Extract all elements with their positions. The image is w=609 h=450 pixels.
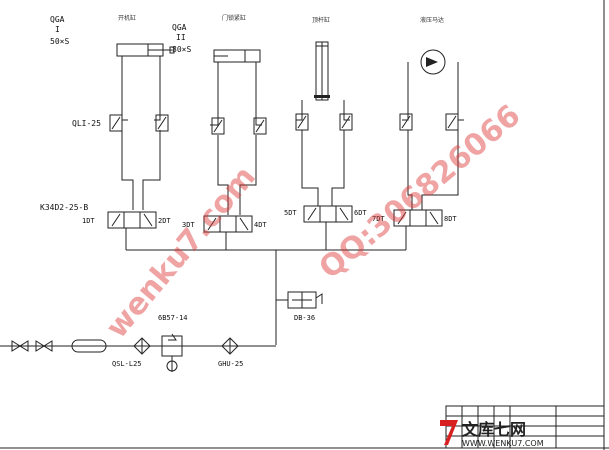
- solenoid-4dt: 4DT: [254, 221, 267, 229]
- check-valve-1a: [109, 114, 123, 132]
- pressure-filter: [221, 337, 239, 355]
- actuator-title-2: 门锁紧缸: [222, 14, 246, 22]
- pressure-gauge-label: DB-36: [294, 314, 315, 322]
- check-valve-4b: [445, 113, 459, 131]
- cyl1-bore: 50×S: [50, 37, 69, 46]
- directional-valve-3: [303, 205, 353, 223]
- cylinder-1: [116, 43, 175, 57]
- inlet-valves: [11, 340, 53, 352]
- suction-filter-label: QSL-L25: [112, 360, 142, 368]
- check-valve-label: QLI-25: [72, 119, 101, 128]
- cylinder-3: [314, 41, 330, 101]
- check-valve-2a: [211, 117, 225, 135]
- watermark-qq: QQ:306826066: [313, 98, 528, 286]
- directional-valve-2: [203, 215, 253, 233]
- cyl1-sub: I: [55, 25, 60, 34]
- check-valve-3b: [339, 113, 353, 131]
- cyl2-sub: II: [176, 33, 186, 42]
- logo: 文库七网 WWW.WENKU7.COM: [440, 420, 544, 448]
- pressure-filter-label: GHU-25: [218, 360, 243, 368]
- logo-brand: 文库七网: [462, 420, 526, 439]
- actuator-title-3: 顶杆缸: [312, 16, 330, 24]
- cylinder-2: [213, 49, 261, 63]
- cyl2-bore: 80×S: [172, 45, 191, 54]
- pipe-circuit-2: [210, 62, 262, 215]
- solenoid-7dt: 7DT: [372, 215, 385, 223]
- solenoid-3dt: 3DT: [182, 221, 195, 229]
- cyl2-label: QGA: [172, 23, 187, 32]
- pipe-circuit-3: [296, 100, 350, 206]
- valve-model-label: K34D2-25-B: [40, 203, 88, 212]
- logo-url: WWW.WENKU7.COM: [462, 439, 544, 448]
- check-valve-1b: [155, 114, 169, 132]
- actuator-title-4: 液压马达: [420, 16, 444, 24]
- actuator-title-1: 开机缸: [118, 14, 136, 22]
- solenoid-8dt: 8DT: [444, 215, 457, 223]
- accumulator: [71, 339, 107, 353]
- title-block: [445, 405, 605, 449]
- relief-valve: [161, 333, 183, 372]
- solenoid-1dt: 1DT: [82, 217, 95, 225]
- solenoid-5dt: 5DT: [284, 209, 297, 217]
- relief-valve-label: 6B57-14: [158, 314, 188, 322]
- hydraulic-motor: [420, 49, 446, 75]
- solenoid-6dt: 6DT: [354, 209, 367, 217]
- main-manifold: [125, 222, 407, 345]
- suction-filter: [133, 337, 151, 355]
- directional-valve-1: [107, 211, 157, 229]
- check-valve-4a: [399, 113, 413, 131]
- directional-valve-4: [393, 209, 443, 227]
- pressure-valve-block: [287, 291, 323, 309]
- check-valve-3a: [295, 113, 309, 131]
- check-valve-2b: [253, 117, 267, 135]
- pipe-circuit-1: [121, 56, 161, 210]
- cyl1-label: QGA: [50, 15, 65, 24]
- solenoid-2dt: 2DT: [158, 217, 171, 225]
